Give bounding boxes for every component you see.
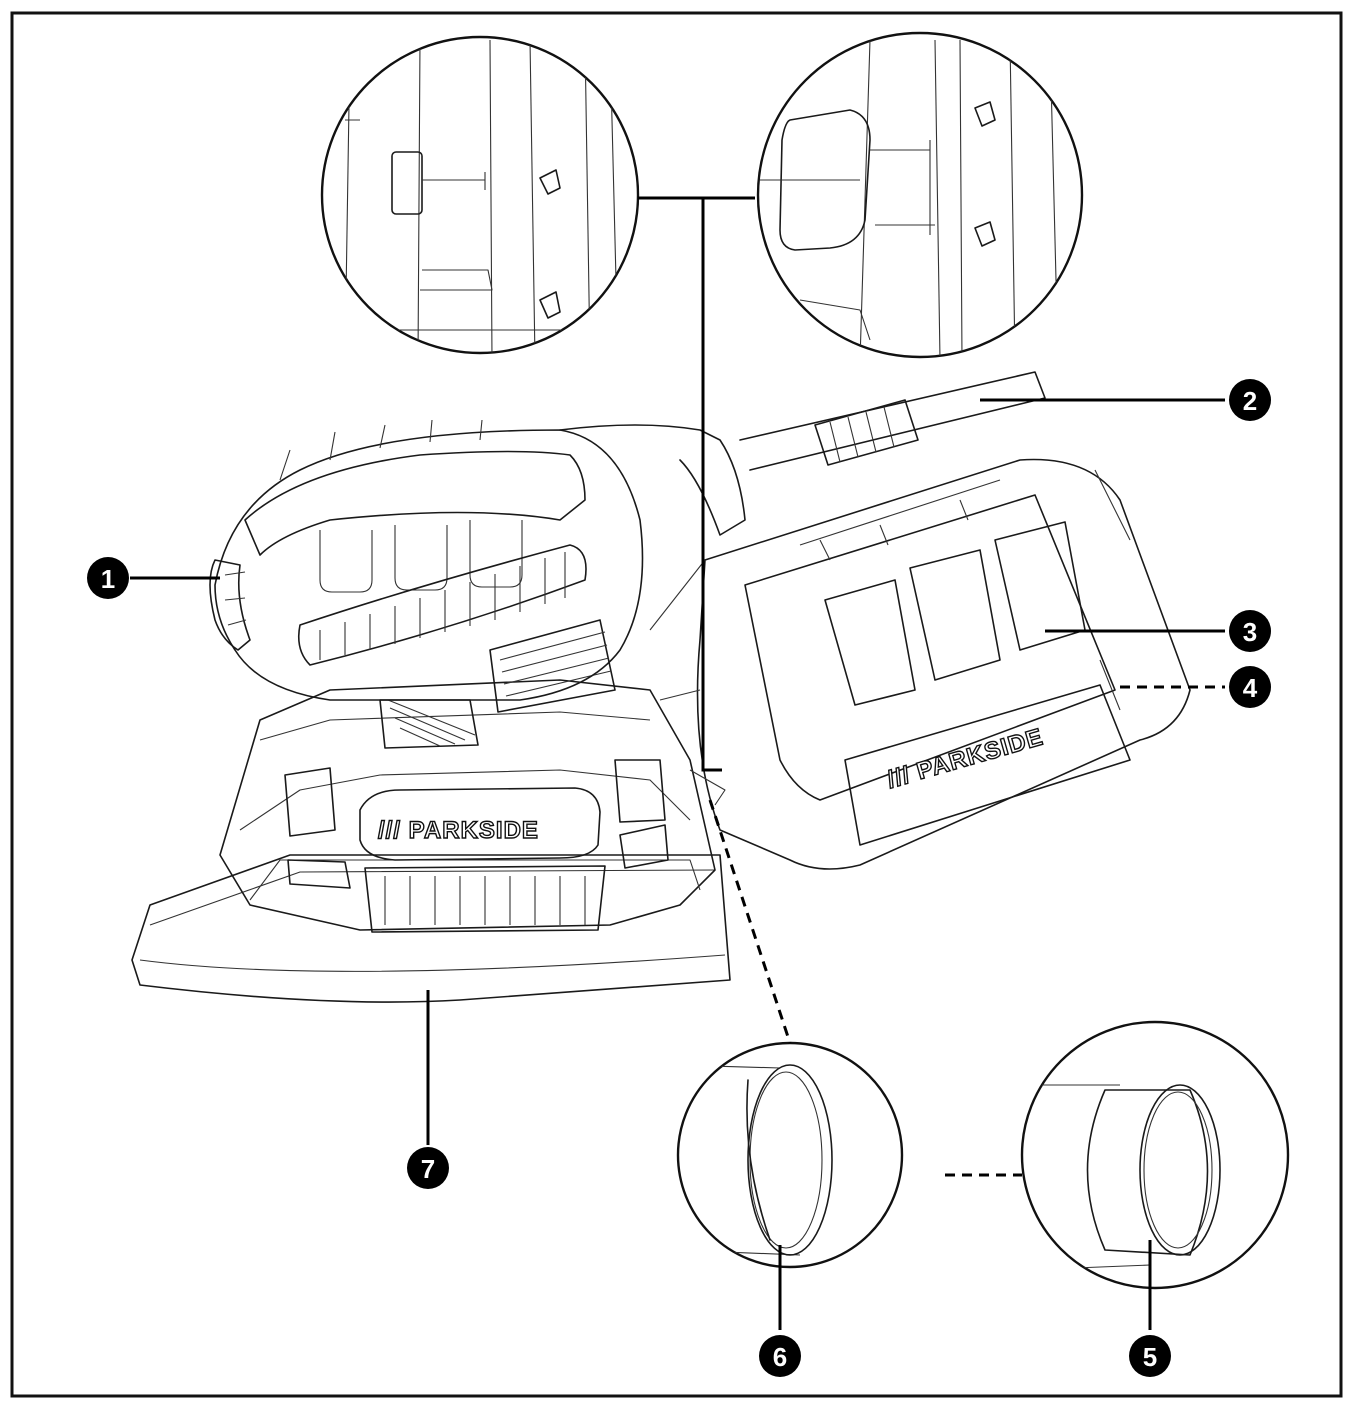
side-brand-label: /// PARKSIDE [884, 723, 1046, 793]
detail-circle-top-left [320, 35, 640, 355]
side-badge-plate [844, 684, 1131, 846]
callout-1: 1 [87, 557, 129, 599]
lower-housing [219, 679, 716, 931]
dust-box-window-2 [909, 549, 1001, 681]
front-vent-grille [364, 865, 606, 933]
callout-2: 2 [1229, 379, 1271, 421]
front-brand-label: /// PARKSIDE [378, 817, 539, 844]
callout-4: 4 [1229, 666, 1271, 708]
handle-grip [244, 450, 586, 556]
callout-3: 3 [1229, 610, 1271, 652]
dust-box-window-1 [824, 579, 916, 706]
detail-circle-top-right [756, 31, 1084, 359]
detail-circle-bottom-right [1020, 1020, 1290, 1290]
on-off-switch [209, 559, 251, 651]
svg-text:2: 2 [1243, 386, 1257, 416]
svg-text:6: 6 [773, 1342, 787, 1372]
svg-text:4: 4 [1243, 673, 1258, 703]
svg-text:7: 7 [421, 1154, 435, 1184]
callout-7: 7 [407, 1147, 449, 1189]
callout-6: 6 [759, 1335, 801, 1377]
cable-strain-relief [814, 399, 919, 466]
svg-text:1: 1 [101, 564, 115, 594]
svg-text:3: 3 [1243, 617, 1257, 647]
cable-exit [559, 424, 746, 536]
detail-circle-bottom-left [676, 1041, 904, 1269]
handle-housing [214, 429, 644, 701]
sander-illustration: /// PARKSIDE [131, 371, 1191, 1003]
callout-5: 5 [1129, 1335, 1171, 1377]
dust-box [696, 458, 1191, 870]
side-vent [489, 619, 616, 713]
front-badge-plate [359, 787, 601, 861]
power-cable [739, 371, 1046, 471]
leader-lines [130, 196, 1225, 1330]
diagram-frame [10, 11, 1343, 1398]
sole-plate [131, 854, 731, 1003]
svg-text:5: 5 [1143, 1342, 1157, 1372]
top-vent-grille [297, 544, 587, 666]
